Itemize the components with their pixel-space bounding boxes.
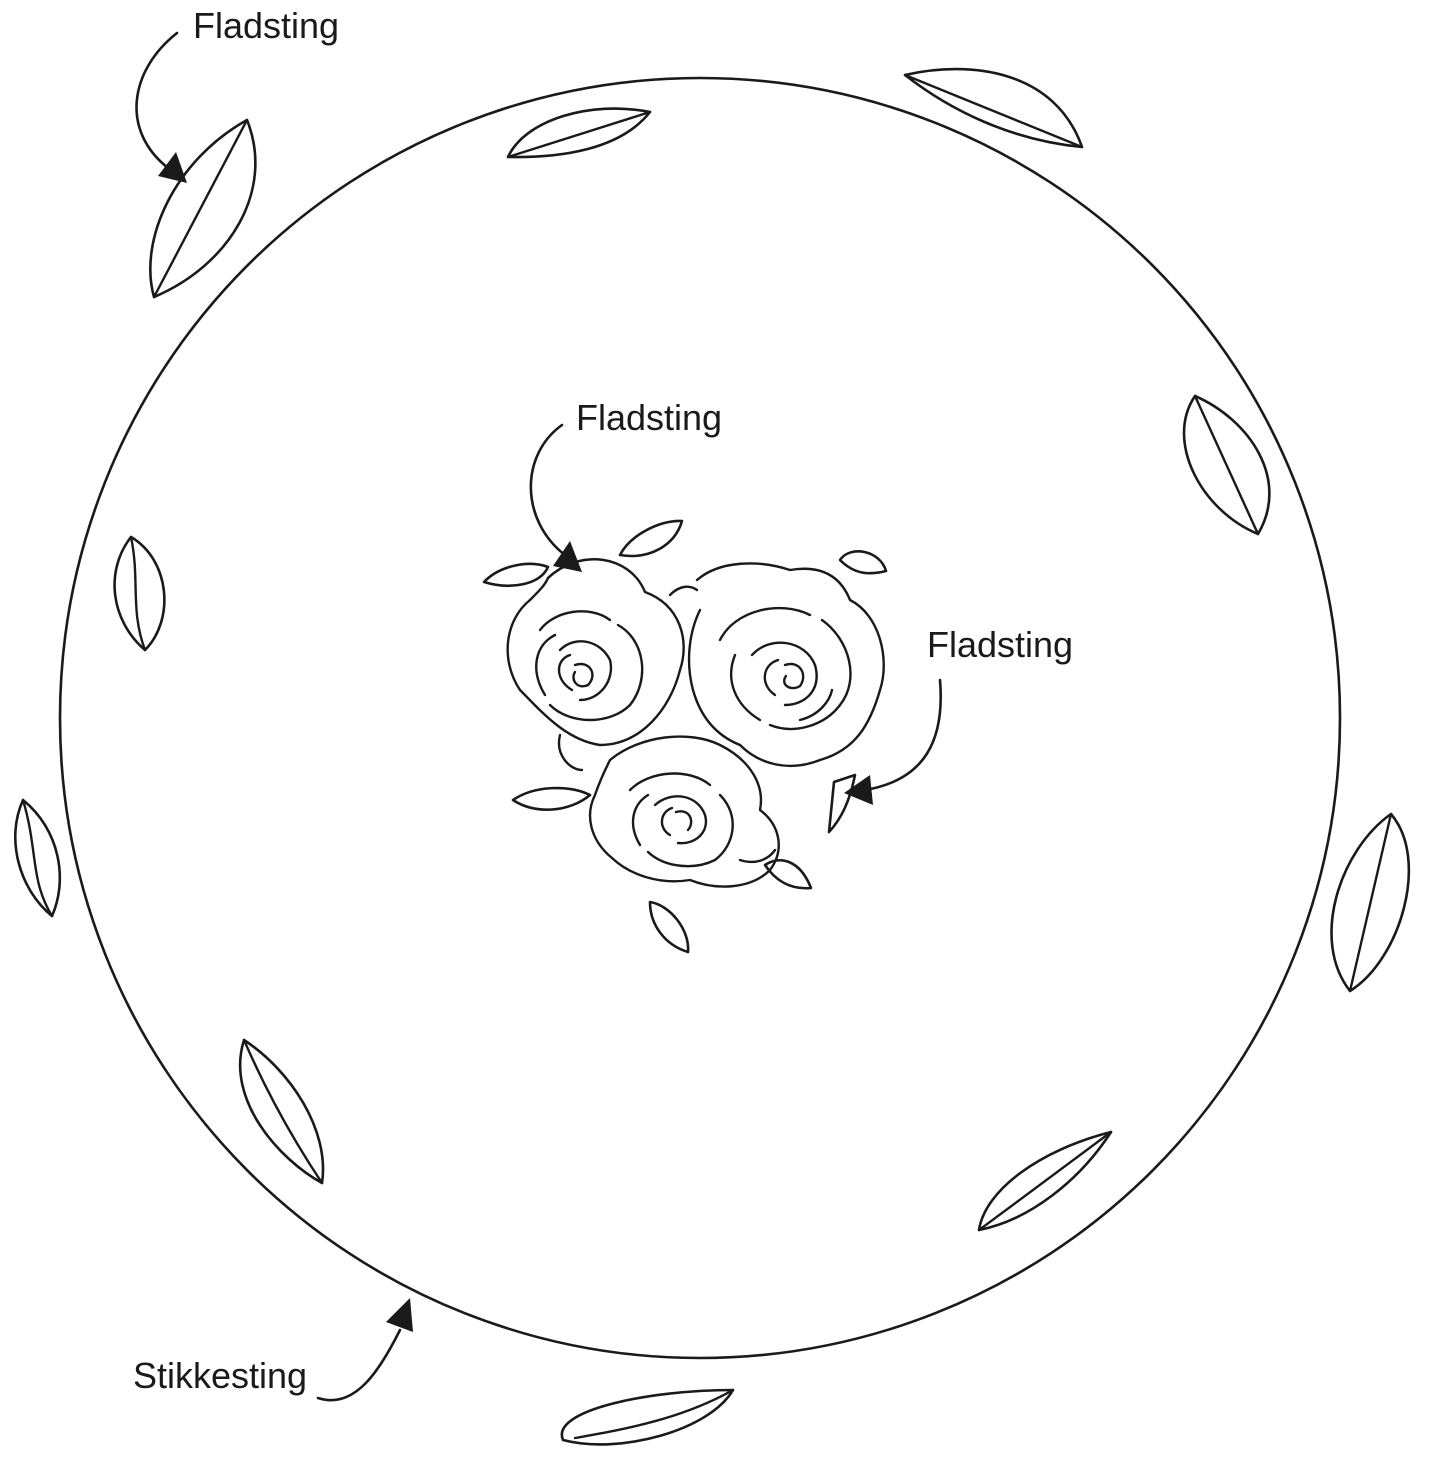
leaf-right-lower [1331, 814, 1408, 991]
label-right: Fladsting [927, 624, 1073, 665]
rose-right [670, 563, 884, 765]
leaf-left-middle [115, 537, 165, 650]
rose-bottom [590, 737, 779, 887]
arrow-right [844, 680, 941, 805]
leaf-top-right [905, 69, 1082, 147]
leaf-bottom-left [240, 1040, 323, 1183]
leaf-top [508, 109, 650, 158]
leaf-bottom-right [979, 1132, 1111, 1230]
label-top-left: Fladsting [193, 5, 339, 46]
label-bottom: Stikkesting [133, 1355, 307, 1396]
leaf-right-upper [1184, 396, 1269, 534]
leaf-left-lower [15, 800, 60, 916]
arrow-top-left [137, 33, 187, 183]
leaf-top-left [150, 120, 255, 297]
outer-circle [60, 78, 1340, 1358]
arrow-bottom [318, 1298, 413, 1400]
leaf-bottom [562, 1390, 733, 1444]
rose-cluster [484, 521, 886, 952]
arrow-center [531, 425, 582, 572]
label-center: Fladsting [576, 397, 722, 438]
